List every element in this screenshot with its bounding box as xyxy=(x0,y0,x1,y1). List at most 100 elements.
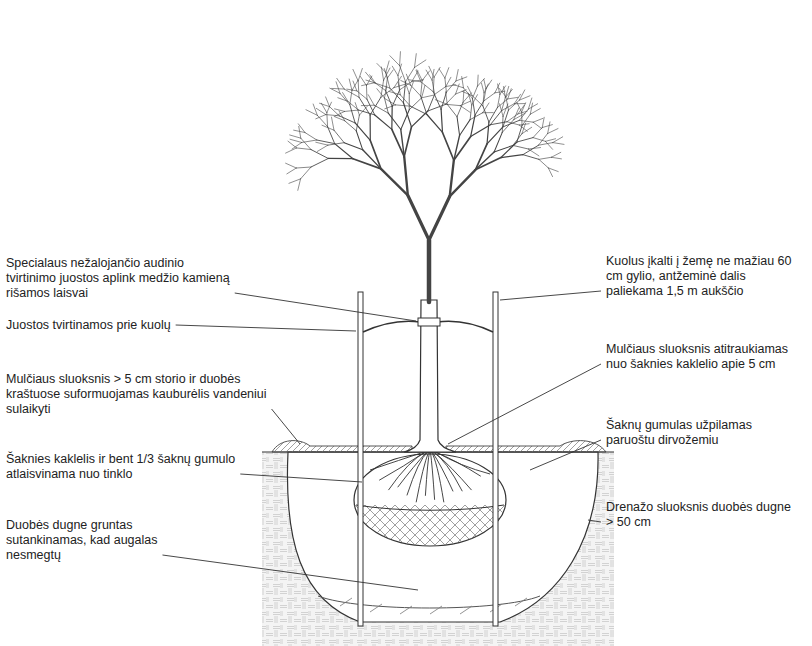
branch xyxy=(392,129,404,156)
branch xyxy=(539,159,548,168)
branch xyxy=(335,111,344,116)
branch xyxy=(517,138,533,142)
branch xyxy=(522,103,526,112)
branch xyxy=(344,143,363,150)
branch xyxy=(523,155,539,160)
planting-pit xyxy=(287,452,598,622)
branch xyxy=(377,64,386,73)
branch xyxy=(446,77,451,86)
branch xyxy=(381,169,408,196)
branch xyxy=(350,105,355,123)
branch xyxy=(421,82,433,92)
branch xyxy=(409,80,421,82)
branch xyxy=(357,91,367,99)
branch xyxy=(398,82,400,95)
branch xyxy=(395,105,410,106)
branch xyxy=(301,167,311,179)
branch xyxy=(386,72,390,88)
branch xyxy=(320,103,330,106)
branch xyxy=(313,104,317,115)
branch xyxy=(548,168,552,177)
branch xyxy=(317,115,327,126)
branch xyxy=(487,122,489,144)
branch xyxy=(290,135,301,138)
leader-line xyxy=(240,474,362,482)
branch xyxy=(467,86,472,96)
tree-crown xyxy=(286,52,564,302)
branch xyxy=(408,195,429,240)
branch xyxy=(298,179,301,190)
branch xyxy=(347,89,357,91)
branch xyxy=(503,110,509,127)
branch xyxy=(456,70,458,81)
branch xyxy=(463,93,471,102)
branch xyxy=(385,105,396,109)
branch xyxy=(477,75,479,86)
branch xyxy=(422,95,435,98)
branch xyxy=(484,84,488,93)
branch xyxy=(498,84,500,95)
branch xyxy=(404,157,408,196)
branch xyxy=(316,142,328,145)
branch xyxy=(301,138,311,149)
branch xyxy=(521,112,522,126)
branch xyxy=(363,150,381,169)
branch xyxy=(374,105,388,113)
branch xyxy=(523,145,539,154)
branch xyxy=(497,99,507,108)
branch xyxy=(366,72,375,83)
mulch-right xyxy=(446,441,606,452)
branch xyxy=(386,61,389,73)
branch xyxy=(404,127,411,157)
mulch-left xyxy=(272,441,412,452)
branch xyxy=(533,122,542,129)
branch xyxy=(475,158,501,170)
root xyxy=(416,452,428,502)
branch xyxy=(375,83,385,91)
stake-right xyxy=(493,292,498,626)
branch xyxy=(456,90,467,94)
branch xyxy=(375,115,392,129)
branch xyxy=(409,98,421,110)
branch xyxy=(484,93,495,101)
branch xyxy=(401,130,404,157)
branch xyxy=(475,152,494,170)
branch xyxy=(501,155,523,158)
branch xyxy=(359,97,370,115)
branch xyxy=(345,121,357,131)
branch xyxy=(328,143,344,145)
callout-label: Kuolus įkalti į žemę ne mažiau 60 cm gyl… xyxy=(606,254,806,299)
branch xyxy=(441,109,442,132)
branch xyxy=(484,79,486,88)
branch xyxy=(388,113,401,129)
branch xyxy=(528,149,539,156)
branch xyxy=(399,52,401,66)
callout-label: Mulčiaus sluoksnis atitraukiamas nuo šak… xyxy=(606,342,796,372)
callout-label: Šaknų gumulas užpilamas paruoštu dirvože… xyxy=(606,418,801,448)
branch xyxy=(502,116,504,132)
root xyxy=(436,452,490,474)
branch xyxy=(545,139,555,142)
branch xyxy=(414,54,416,68)
soil-texture xyxy=(262,452,614,646)
branch xyxy=(522,114,530,125)
branch xyxy=(286,148,297,153)
branch xyxy=(460,120,471,136)
branch xyxy=(462,77,464,88)
branch xyxy=(454,135,460,160)
branch xyxy=(400,95,410,106)
branch xyxy=(447,104,457,116)
branch xyxy=(358,81,360,97)
branch xyxy=(428,104,446,111)
branch xyxy=(290,139,302,142)
branch xyxy=(450,160,454,196)
branch xyxy=(332,88,345,90)
callout-label: Šaknies kaklelis ir bent 1/3 šaknų gumul… xyxy=(6,452,246,482)
branch xyxy=(286,163,297,168)
branch xyxy=(503,120,519,127)
branch xyxy=(349,79,352,90)
branch xyxy=(400,66,406,82)
branch xyxy=(390,56,400,66)
root xyxy=(398,452,427,487)
branch xyxy=(462,91,472,96)
